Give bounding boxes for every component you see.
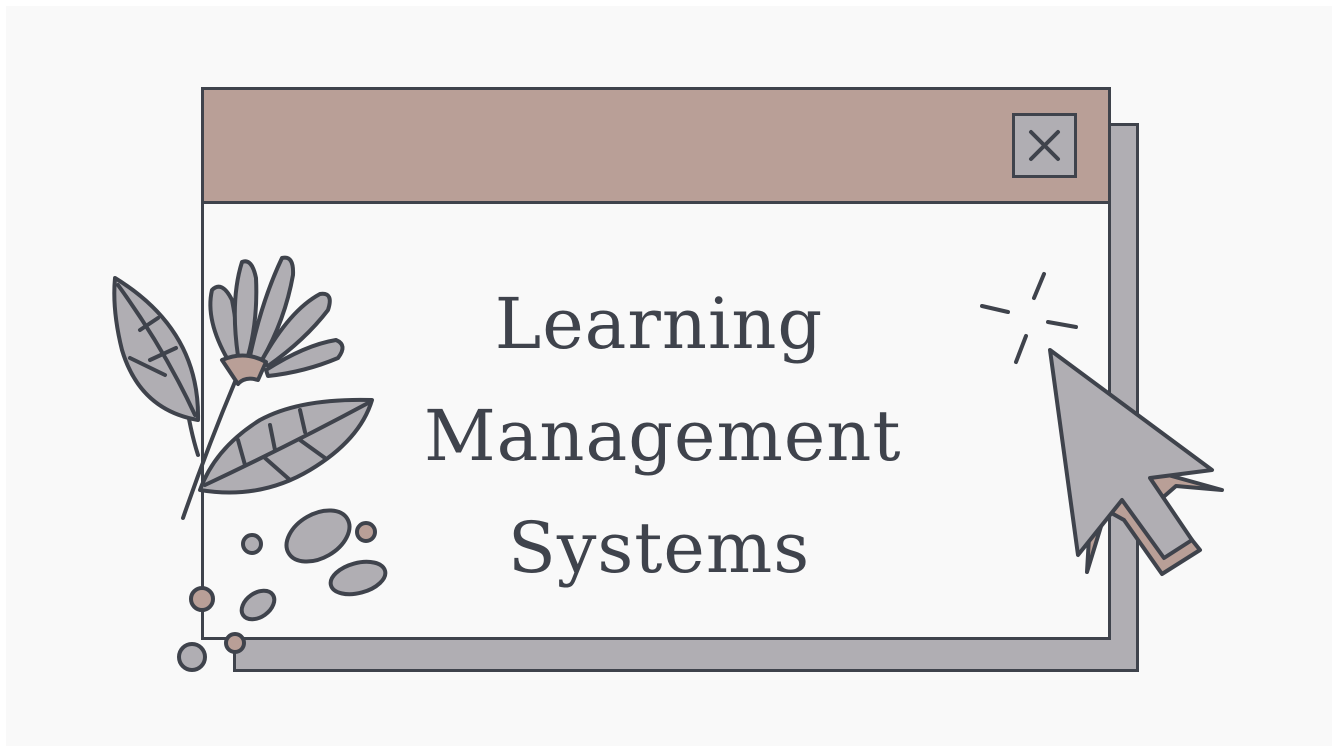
title-line-1: Learning <box>494 283 824 365</box>
title-line-2: Management <box>424 395 902 477</box>
close-button[interactable] <box>1012 113 1077 178</box>
page-title: Learning Management Systems <box>424 268 902 604</box>
close-x-icon <box>1029 130 1060 161</box>
app-window: Learning Management Systems <box>201 87 1111 640</box>
title-line-3: Systems <box>507 507 811 589</box>
window-titlebar <box>204 90 1108 204</box>
